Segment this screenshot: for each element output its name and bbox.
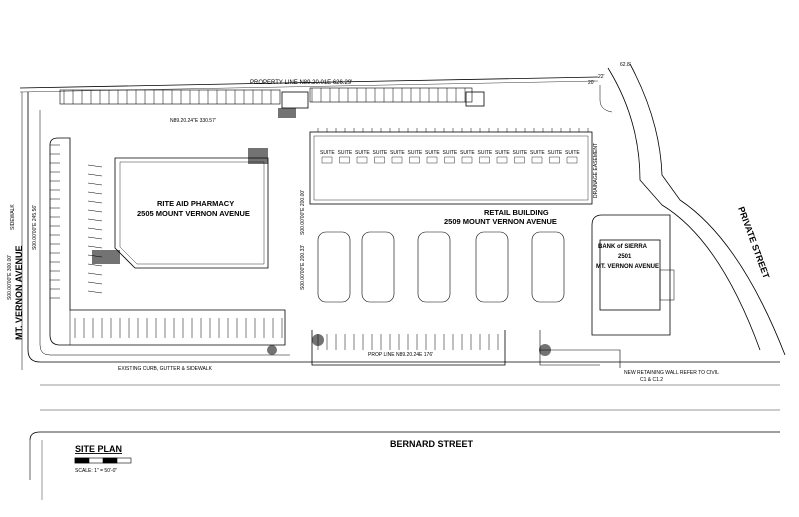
wall-note-2: C1 & C1.2 <box>640 377 663 383</box>
suite-sign-box <box>356 156 368 164</box>
retaining-wall <box>540 349 621 368</box>
bearing-left-1: S00.00'00"E 245.56' <box>32 205 38 250</box>
top-parking-strip <box>59 87 473 105</box>
parking-stripe <box>87 236 103 240</box>
dim-top-right: 62.8' <box>620 62 631 68</box>
suite-label: SUITE <box>565 150 580 156</box>
suite-sign-box <box>461 156 473 164</box>
suite-sign-box <box>374 156 385 164</box>
parking-stripe <box>87 191 103 195</box>
rite-aid-name: RITE AID PHARMACY <box>157 199 234 208</box>
parking-stripe <box>87 209 103 213</box>
property-line-bottom-label: PROP LINE N89.20.24E 176' <box>368 352 433 358</box>
suite-label: SUITE <box>320 150 335 156</box>
suite-label: SUITE <box>338 150 353 156</box>
street-private: PRIVATE STREET <box>736 205 771 280</box>
parking-stripe <box>87 164 103 168</box>
parking-stripe <box>87 272 103 276</box>
south-parking-row <box>311 330 506 366</box>
retail-building <box>309 131 593 205</box>
dim-right-2: 22' <box>598 74 605 80</box>
suite-sign-box <box>531 156 543 164</box>
suite-sign-box <box>549 156 560 164</box>
dumpster-enclosure <box>281 91 309 109</box>
suite-sign-box <box>339 156 350 164</box>
parking-stripes <box>50 88 589 350</box>
curb-note: EXISTING CURB, GUTTER & SIDEWALK <box>118 366 213 372</box>
bank-street: MT. VERNON AVENUE <box>596 264 659 270</box>
street-bernard: BERNARD STREET <box>390 439 474 449</box>
property-line-top-label: PROPERTY LINE N89.20.01E 626.29' <box>250 80 352 86</box>
suite-label: SUITE <box>495 150 510 156</box>
suite-label: SUITE <box>408 150 423 156</box>
parking-stripe <box>87 245 103 249</box>
bearing-mid-1: S00.00'00"E 200.00' <box>300 190 306 235</box>
private-street <box>607 63 786 356</box>
bearing-left-2: S00.00'00"E 300.00' <box>7 255 13 300</box>
suite-label: SUITE <box>548 150 563 156</box>
rite-aid-building <box>114 157 269 269</box>
sheet-title: SITE PLAN <box>75 444 122 454</box>
suite-label: SUITE <box>390 150 405 156</box>
suite-sign-box <box>566 156 578 164</box>
sheet-scale: SCALE: 1" = 50'-0" <box>75 468 117 474</box>
wall-note-1: NEW RETAINING WALL REFER TO CIVIL <box>624 370 719 376</box>
rite-aid-address: 2505 MOUNT VERNON AVENUE <box>137 209 250 218</box>
property-line-inner-label: N89.20.24"E 330.57' <box>170 118 216 124</box>
suite-sign-box <box>444 156 455 164</box>
sidewalk-note: SIDEWALK <box>10 204 16 230</box>
parking-stripe <box>87 263 103 267</box>
suite-label: SUITE <box>460 150 475 156</box>
parking-stripe <box>87 281 103 285</box>
suite-label: SUITE <box>513 150 528 156</box>
parking-stripe <box>87 290 103 294</box>
parking-stripe <box>87 173 103 177</box>
parking-stripe <box>87 218 103 222</box>
suite-label: SUITE <box>355 150 370 156</box>
property-line-top <box>19 76 599 89</box>
west-parking-lot <box>49 137 286 346</box>
parking-stripe <box>87 200 103 204</box>
site-edge-left <box>27 92 300 363</box>
suite-sign-box <box>321 156 333 164</box>
suite-label: SUITE <box>530 150 545 156</box>
bearing-mid-2: S00.00'00"E 200.33' <box>300 245 306 290</box>
suite-sign-box <box>409 156 420 164</box>
bank-name: BANK of SIERRA <box>598 244 648 250</box>
parking-stripe <box>87 227 103 231</box>
retail-name: RETAIL BUILDING <box>484 208 549 217</box>
dim-right-1: 20' <box>588 80 595 86</box>
suite-sign-box <box>391 156 403 164</box>
scale-bar <box>74 457 132 464</box>
suite-sign-box <box>426 156 438 164</box>
street-mt-vernon: MT. VERNON AVENUE <box>14 245 24 340</box>
suite-label: SUITE <box>443 150 458 156</box>
retail-address: 2509 MOUNT VERNON AVENUE <box>444 217 557 226</box>
bank-site <box>591 214 671 336</box>
bernard-street-curb <box>29 431 780 441</box>
bank-building <box>599 239 661 311</box>
suite-sign-box <box>514 156 525 164</box>
retail-parking-islands <box>317 231 565 303</box>
suite-sign-box <box>479 156 490 164</box>
parking-stripe <box>87 182 103 186</box>
landscape-areas <box>92 108 551 356</box>
bank-number: 2501 <box>618 254 632 260</box>
suite-label: SUITE <box>425 150 440 156</box>
suite-label: SUITE <box>373 150 388 156</box>
suite-label: SUITE <box>478 150 493 156</box>
suite-sign-box <box>496 156 508 164</box>
drainage-note: DRAINAGE EASEMENT <box>593 143 599 198</box>
